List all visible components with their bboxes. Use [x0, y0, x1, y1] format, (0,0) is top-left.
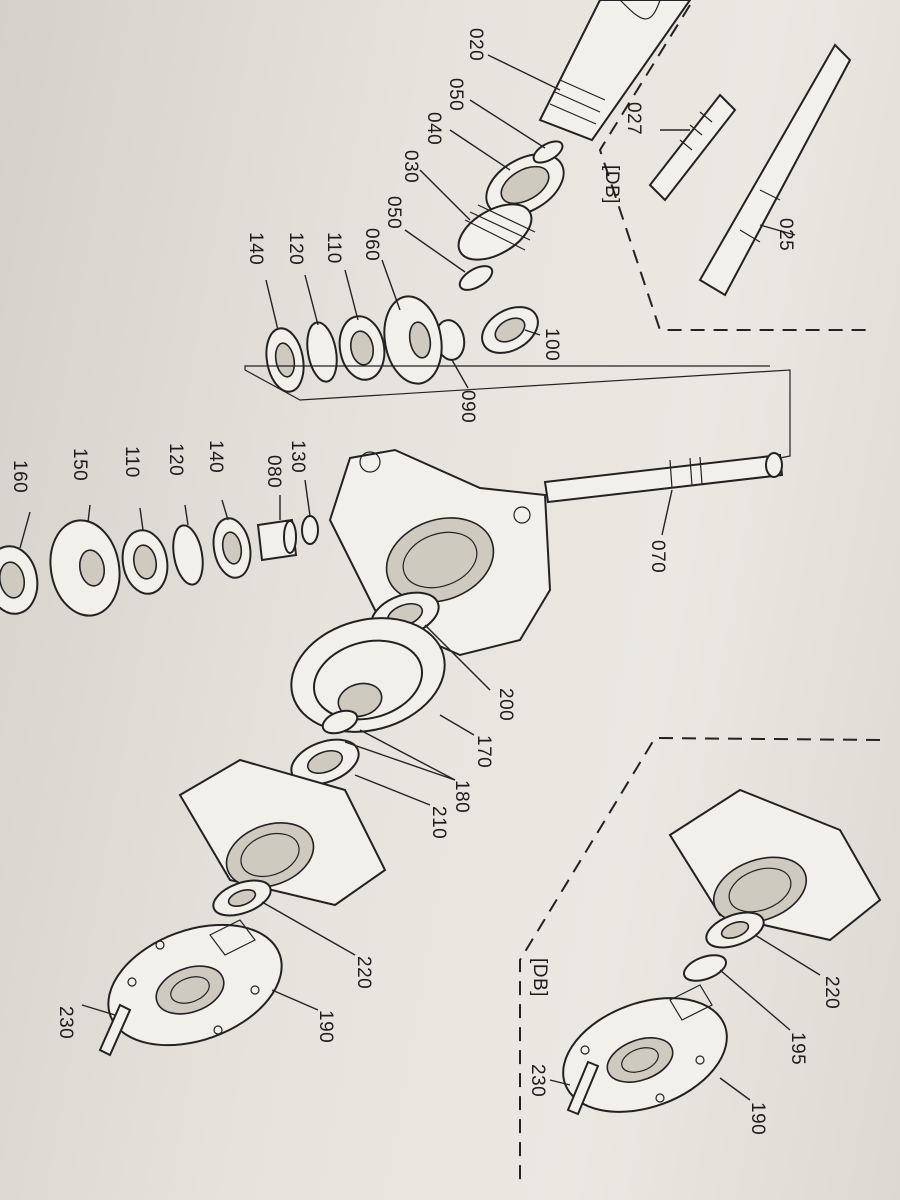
callout-080: 080: [263, 455, 284, 488]
callout-110-lower: 110: [121, 446, 142, 478]
db-seal-220: [705, 911, 765, 949]
bevel-gear-150: [49, 519, 121, 617]
wheel-stud-230: [98, 1003, 132, 1057]
crown-wheel-170: [290, 617, 446, 733]
callout-030: 030: [400, 150, 421, 183]
wheel-hub-190: [107, 919, 283, 1047]
bearing-110-lower: [121, 529, 169, 595]
callout-140-lower: 140: [205, 440, 226, 473]
bearing-160: [0, 545, 39, 615]
callout-025: 025: [775, 218, 796, 251]
db-variant-region-bottom: [519, 736, 881, 1180]
splined-shaft-025: [698, 43, 852, 297]
db-ring-195: [682, 954, 728, 982]
variant-label-top: [DB]: [601, 165, 622, 204]
callout-180: 180: [451, 780, 472, 813]
leader-lines: [19, 54, 821, 1101]
input-shaft-020: [538, 0, 692, 142]
callout-210: 210: [428, 806, 449, 839]
callout-060: 060: [361, 228, 382, 261]
callout-db-195: 195: [787, 1032, 808, 1065]
axle-cover: [178, 758, 387, 907]
callout-050-top: 050: [445, 78, 466, 111]
bevel-gear-060: [383, 295, 443, 385]
db-variant-region-top: [598, 4, 870, 331]
callout-190: 190: [315, 1010, 336, 1043]
callout-120-lower: 120: [165, 443, 186, 476]
bearing-110-top: [338, 315, 386, 381]
group-bracket: [244, 365, 791, 461]
bearing-210: [290, 738, 360, 786]
callout-db-230: 230: [527, 1064, 548, 1097]
callout-160: 160: [9, 460, 30, 493]
seal-140-top: [265, 327, 305, 393]
callout-100: 100: [541, 328, 562, 361]
callout-170: 170: [473, 735, 494, 768]
bearing-040: [485, 153, 565, 217]
callout-db-190: 190: [747, 1102, 768, 1135]
callout-130: 130: [287, 440, 308, 473]
snap-ring-120-top: [306, 321, 338, 383]
sleeve-080: [256, 518, 298, 562]
circlip-050-lower: [458, 265, 494, 291]
circlip-050-top: [532, 140, 564, 164]
callout-020: 020: [465, 28, 486, 61]
spacer-180: [321, 709, 359, 735]
callout-050-lower: 050: [383, 196, 404, 229]
callout-220: 220: [353, 956, 374, 989]
bevel-gear-030: [457, 203, 536, 261]
variant-label-bottom: [DB]: [529, 958, 550, 997]
callout-040: 040: [423, 112, 444, 145]
db-axle-cover: [668, 788, 882, 942]
seal-140-lower: [212, 517, 252, 579]
db-wheel-hub-190: [562, 984, 728, 1113]
snap-ring-120-lower: [172, 524, 204, 586]
callout-120-top: 120: [285, 232, 306, 265]
callout-110-top: 110: [323, 232, 344, 264]
callout-db-220: 220: [821, 976, 842, 1009]
callout-230: 230: [55, 1006, 76, 1039]
main-shaft-070: [543, 452, 784, 504]
bearing-100: [481, 306, 539, 354]
callout-090: 090: [457, 390, 478, 423]
callout-070: 070: [647, 540, 668, 573]
callout-027: 027: [623, 102, 644, 135]
callout-200: 200: [495, 688, 516, 721]
seal-220: [212, 879, 272, 917]
callout-140-top: 140: [245, 232, 266, 265]
db-wheel-stud-230: [566, 1060, 600, 1116]
splined-shaft-027: [648, 93, 737, 202]
washer-130: [301, 515, 319, 545]
callout-150: 150: [69, 448, 90, 481]
